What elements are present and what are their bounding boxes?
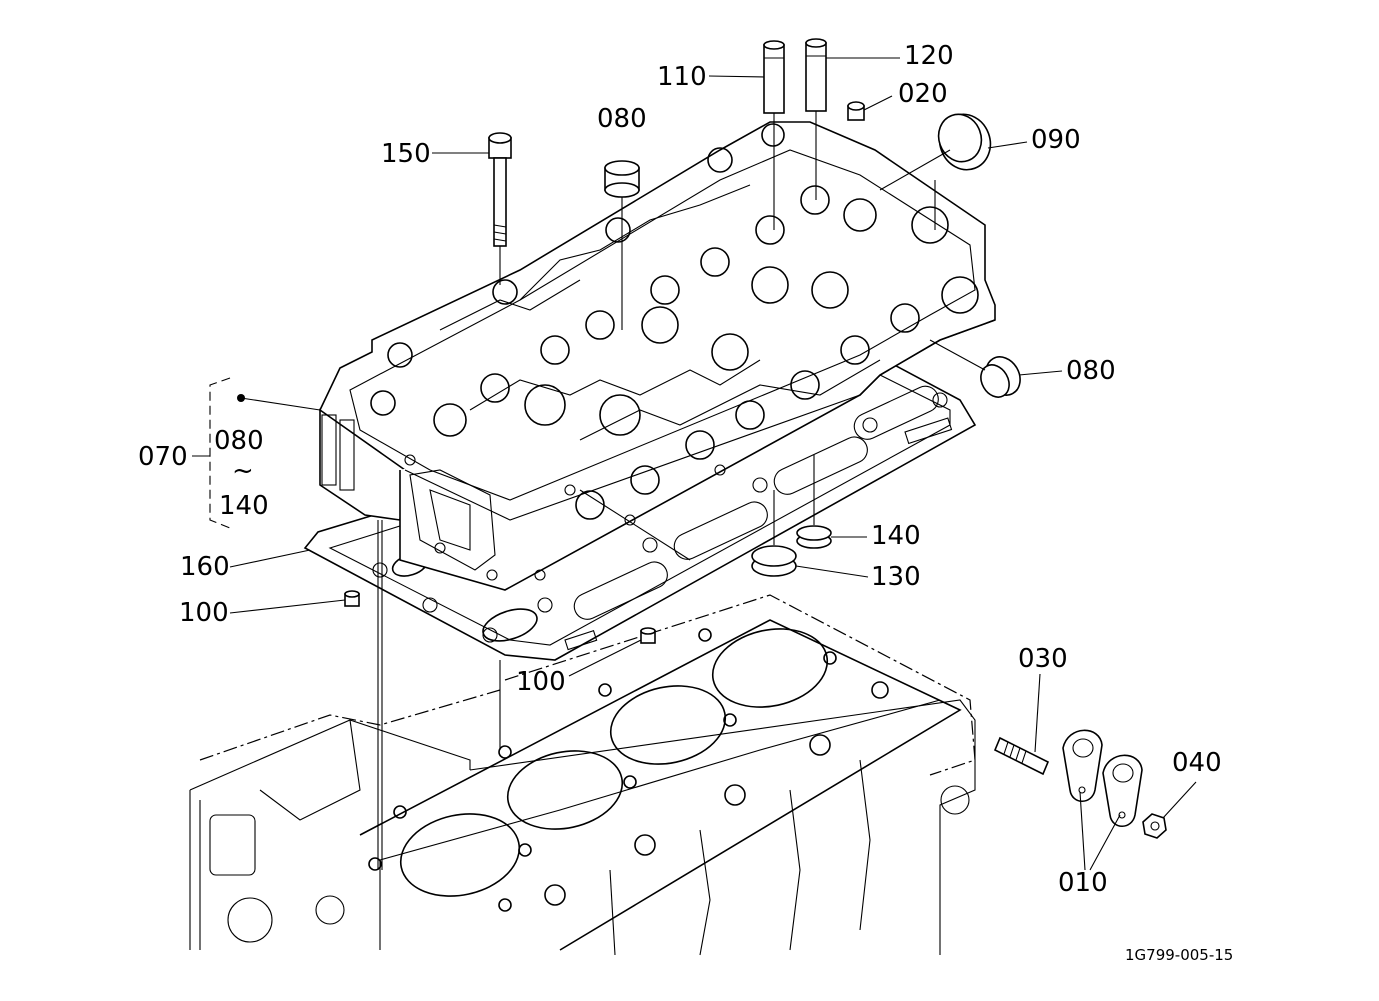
part-140-plug bbox=[796, 525, 832, 549]
part-150-bolt bbox=[488, 132, 512, 247]
part-030-stud bbox=[993, 736, 1050, 776]
label-140-group: 140 bbox=[219, 491, 269, 521]
part-040-nut bbox=[1142, 813, 1167, 839]
part-130-plug bbox=[751, 545, 797, 577]
part-020-plug bbox=[847, 101, 865, 121]
label-160: 160 bbox=[180, 552, 230, 582]
part-080-right-plug bbox=[980, 356, 1021, 398]
label-100-bottom: 100 bbox=[516, 667, 566, 697]
part-010-hangers bbox=[1062, 729, 1143, 828]
label-090: 090 bbox=[1031, 125, 1081, 155]
crankcase-block bbox=[189, 594, 976, 956]
part-120-valve-guide bbox=[805, 38, 827, 112]
label-010: 010 bbox=[1058, 868, 1108, 898]
part-090-cap bbox=[937, 113, 992, 171]
label-120: 120 bbox=[904, 41, 954, 71]
label-140: 140 bbox=[871, 521, 921, 551]
label-070: 070 bbox=[138, 442, 188, 472]
label-group-range-tilde: ~ bbox=[232, 456, 254, 486]
part-100-dowel-bottom bbox=[640, 627, 656, 644]
label-030: 030 bbox=[1018, 644, 1068, 674]
label-110: 110 bbox=[657, 62, 707, 92]
group-070-marker-dot bbox=[237, 394, 245, 402]
figure-code: 1G799-005-15 bbox=[1125, 946, 1234, 964]
label-040: 040 bbox=[1172, 748, 1222, 778]
leader-lines bbox=[192, 57, 1197, 871]
label-130: 130 bbox=[871, 562, 921, 592]
label-150: 150 bbox=[381, 139, 431, 169]
label-080-top: 080 bbox=[597, 104, 647, 134]
label-080-group: 080 bbox=[214, 426, 264, 456]
part-110-valve-guide bbox=[763, 40, 785, 114]
part-080-top-plug bbox=[604, 160, 640, 198]
cylinder-head bbox=[319, 121, 996, 591]
label-020: 020 bbox=[898, 79, 948, 109]
label-080-right: 080 bbox=[1066, 356, 1116, 386]
label-100-left: 100 bbox=[179, 598, 229, 628]
part-100-dowel-left bbox=[344, 590, 360, 607]
